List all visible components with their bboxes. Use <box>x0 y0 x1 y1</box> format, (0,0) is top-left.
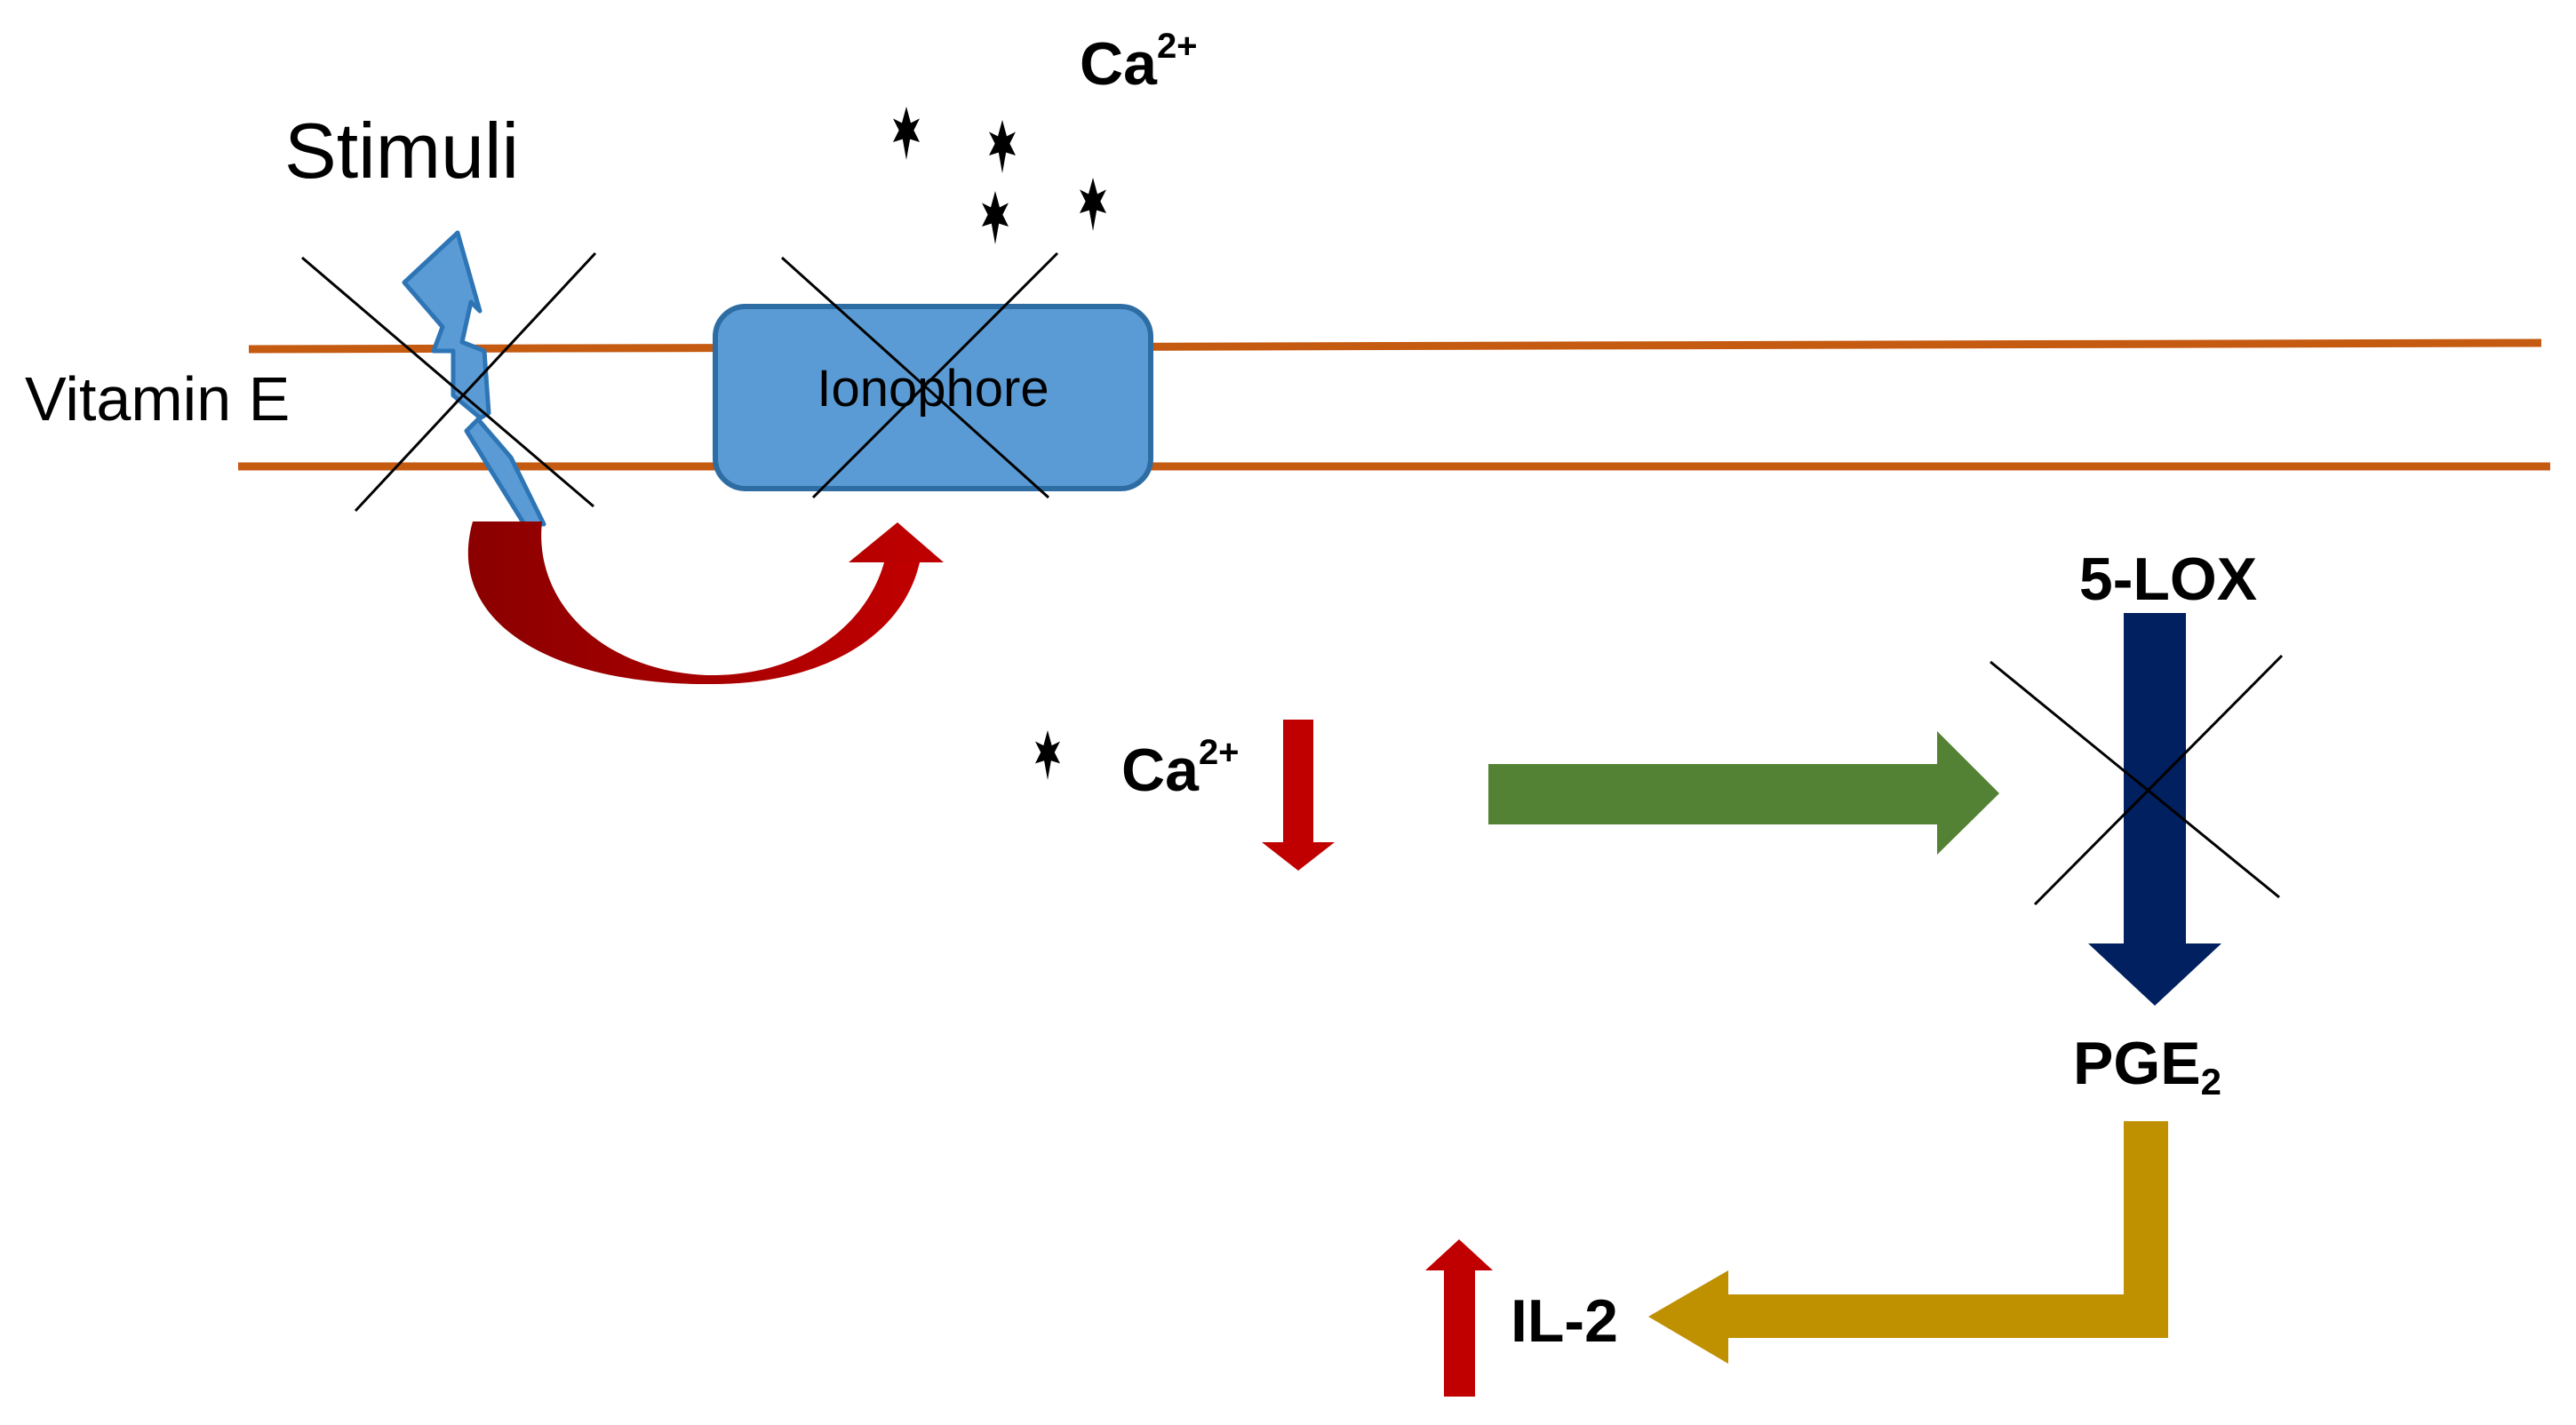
lox-label: 5-LOX <box>2079 545 2257 613</box>
gold-left-arrow <box>1648 1121 2168 1364</box>
star-burst-icon <box>982 191 1009 244</box>
pge-subscript: 2 <box>2201 1061 2221 1103</box>
pge-symbol: PGE <box>2073 1030 2201 1097</box>
red-up-arrow <box>1425 1239 1493 1397</box>
ca-top-label: Ca2+ <box>1080 27 1198 98</box>
navy-down-arrow <box>2088 613 2221 1006</box>
star-burst-icon <box>893 107 920 160</box>
lightning-bolt-icon <box>402 230 546 527</box>
curved-red-arrow-body <box>472 521 920 685</box>
x-cross-icon <box>301 251 597 513</box>
star-burst-icon <box>1080 178 1106 231</box>
x-cross-icon <box>780 251 1059 499</box>
ca-mid-charge: 2+ <box>1199 733 1240 772</box>
ca-top-charge: 2+ <box>1157 27 1198 66</box>
star-burst-icon <box>1035 730 1060 780</box>
stimuli-label: Stimuli <box>284 107 519 195</box>
ionophore-channel: Ionophore <box>713 304 1153 491</box>
curved-red-arrow <box>467 521 944 684</box>
membrane-upper-line <box>248 338 2542 354</box>
ca-mid-label: Ca2+ <box>1121 733 1240 804</box>
x-cross-icon <box>1990 654 2284 906</box>
pge-label: PGE2 <box>2073 1030 2221 1103</box>
red-down-arrow <box>1262 720 1335 871</box>
green-right-arrow <box>1488 731 1999 855</box>
il2-label: IL-2 <box>1511 1287 1618 1355</box>
ca-mid-symbol: Ca <box>1121 736 1200 804</box>
vitamin-e-label: Vitamin E <box>25 364 290 434</box>
ca-top-symbol: Ca <box>1080 30 1158 98</box>
star-burst-icon <box>989 120 1016 173</box>
ionophore-label: Ionophore <box>817 360 1049 418</box>
